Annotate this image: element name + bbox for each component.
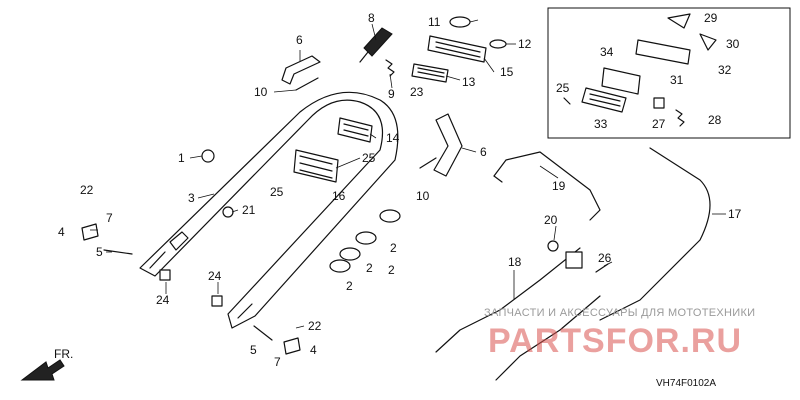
callout-6: 6	[296, 33, 303, 47]
nut-24-bottom	[211, 295, 223, 307]
watermark-logo: PARTSFOR.RU	[488, 322, 742, 360]
callout-22: 22	[308, 319, 322, 333]
washer-4-left	[81, 223, 99, 241]
callout-23: 23	[410, 85, 424, 99]
callout-28: 28	[708, 113, 722, 127]
grip-15	[427, 35, 487, 63]
callout-16: 16	[332, 189, 346, 203]
callout-24: 24	[208, 269, 222, 283]
callout-3: 3	[188, 191, 195, 205]
callout-30: 30	[726, 37, 740, 51]
callout-17: 17	[728, 207, 742, 221]
callout-29: 29	[704, 11, 718, 25]
front-direction-arrow: FR.	[20, 347, 73, 381]
cap-11	[449, 16, 471, 28]
callout-5: 5	[96, 245, 103, 259]
rod-10-right	[419, 157, 437, 169]
callout-11: 11	[428, 15, 441, 29]
callout-10: 10	[254, 85, 268, 99]
callout-31: 31	[670, 73, 684, 87]
bolt-5-bottom	[253, 325, 273, 341]
callout-24: 24	[156, 293, 170, 307]
callout-14: 14	[386, 131, 400, 145]
callout-25: 25	[556, 81, 570, 95]
callout-7: 7	[106, 211, 113, 225]
callout-25: 25	[270, 185, 284, 199]
callout-9: 9	[388, 87, 395, 101]
springs-2	[329, 209, 401, 273]
callout-4: 4	[58, 225, 65, 239]
nut-24-left	[159, 269, 171, 281]
spring-9	[385, 59, 395, 77]
watermark-text: ЗАПЧАСТИ И АКСЕССУАРЫ ДЛЯ МОТОТЕХНИКИ	[484, 307, 755, 319]
leader-lines	[90, 19, 726, 329]
handle-pipe	[139, 91, 399, 329]
callout-8: 8	[368, 11, 375, 25]
hose-6-upper	[281, 55, 321, 85]
callout-7: 7	[274, 355, 281, 369]
callout-6: 6	[480, 145, 487, 159]
callout-4: 4	[310, 343, 317, 357]
washer-4-bottom	[283, 337, 301, 355]
callout-13: 13	[462, 75, 476, 89]
callout-2: 2	[388, 263, 395, 277]
callout-26: 26	[598, 251, 612, 265]
cap-12	[489, 39, 507, 49]
callout-12: 12	[518, 37, 532, 51]
callout-18: 18	[508, 255, 522, 269]
callout-10: 10	[416, 189, 430, 203]
lever-8	[359, 27, 393, 63]
callout-2: 2	[366, 261, 373, 275]
callout-19: 19	[552, 179, 566, 193]
cable-18	[435, 247, 581, 353]
callout-numbers: 8 11 29 6 12 30 34 10 9 23 13 15 31 32 2…	[58, 11, 742, 369]
inset-parts	[563, 13, 717, 127]
callout-22: 22	[80, 183, 94, 197]
callout-15: 15	[500, 65, 514, 79]
grip-13	[411, 63, 449, 83]
callout-34: 34	[600, 45, 614, 59]
bolt-20	[547, 240, 559, 252]
cable-17	[599, 147, 711, 321]
diagram-code: VH74F0102A	[656, 378, 716, 389]
callout-32: 32	[718, 63, 732, 77]
callout-5: 5	[250, 343, 257, 357]
callout-21: 21	[242, 203, 256, 217]
bolt-5-left	[103, 249, 133, 255]
callout-25: 25	[362, 151, 376, 165]
bracket-14	[337, 117, 373, 143]
plate-bracket	[565, 251, 583, 269]
callout-27: 27	[652, 117, 666, 131]
direction-label: FR.	[54, 347, 73, 361]
rod-10-upper	[295, 77, 319, 91]
callout-1: 1	[178, 151, 185, 165]
callout-2: 2	[390, 241, 397, 255]
callout-33: 33	[594, 117, 608, 131]
inset-frame	[547, 7, 791, 139]
cable-19	[493, 151, 601, 221]
control-bracket-16	[293, 149, 339, 183]
hose-6-right	[433, 113, 463, 177]
nut-21	[222, 206, 234, 218]
callout-2: 2	[346, 279, 353, 293]
callout-20: 20	[544, 213, 558, 227]
knob-1	[201, 149, 215, 163]
